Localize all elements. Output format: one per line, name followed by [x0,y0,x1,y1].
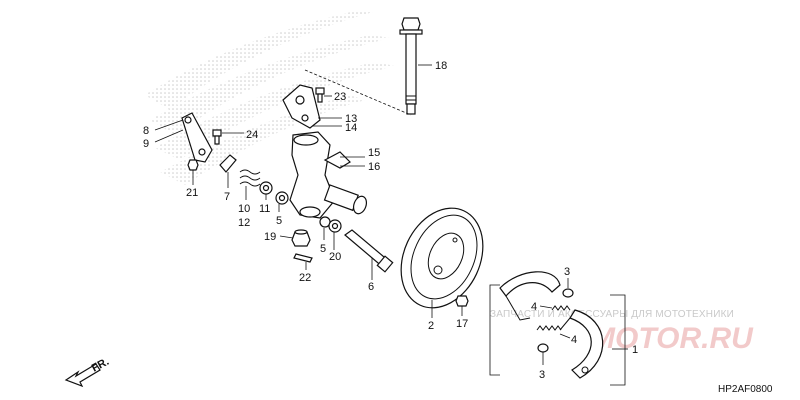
callout-19: 19 [264,231,276,243]
callout-4-upper: 4 [531,301,537,313]
shoe-group-bracket [489,284,626,386]
part-22-pin [293,253,313,263]
part-1-brake-shoe-lower [559,309,604,379]
callout-21: 21 [186,187,198,199]
callout-23: 23 [334,91,346,103]
callout-3-lower: 3 [539,369,545,381]
callout-18: 18 [435,60,447,72]
callout-labels: 18 23 13 14 8 9 24 15 16 21 7 10 12 11 5… [143,60,638,381]
callout-11: 11 [259,203,270,215]
part-3-pin-lower [537,343,549,353]
callout-12: 12 [238,217,250,229]
callout-13: 13 [345,113,357,125]
part-17-bolt [455,295,469,307]
part-13-bracket [282,84,321,129]
callout-20: 20 [329,251,341,263]
part-5-washer-upper [275,191,289,205]
part-20-washer [328,219,342,233]
callout-5-upper: 5 [276,215,282,227]
part-8-arm [181,112,213,163]
part-19-nut [291,229,311,247]
callout-24: 24 [246,129,258,141]
part-18-bolt [399,17,423,115]
callout-16: 16 [368,161,380,173]
part-4-spring-upper [551,305,571,311]
part-4-spring-lower [536,325,562,331]
callout-3-upper: 3 [564,266,570,278]
watermark-main-text: MOTOR.RU [590,322,754,355]
callout-7: 7 [224,191,230,203]
part-10-spring [239,169,261,187]
part-1-brake-shoe-upper [499,271,561,321]
part-21-nut [187,159,199,171]
part-6-shaft [344,229,394,273]
callout-9: 9 [143,138,149,150]
callout-1: 1 [632,344,638,356]
front-direction-label: FR. [90,356,111,375]
part-7-pin [219,154,237,173]
part-24-bolt [212,129,222,145]
part-2-brake-panel [400,207,484,309]
front-direction-arrow [64,363,101,388]
callout-4-lower: 4 [571,334,577,346]
callout-5-lower: 5 [320,243,326,255]
diagram-code: HP2AF0800 [718,384,773,395]
callout-15: 15 [368,147,380,159]
callout-22: 22 [299,272,311,284]
callout-10: 10 [238,203,250,215]
callout-17: 17 [456,318,468,330]
watermark-top-text: ЗАПЧАСТИ И АКСЕССУАРЫ ДЛЯ МОТОТЕХНИКИ [490,309,734,320]
part-11-washer [259,181,273,195]
callout-8: 8 [143,125,149,137]
callout-2: 2 [428,320,434,332]
part-3-pin-upper [562,288,574,298]
callout-6: 6 [368,281,374,293]
part-15-knuckle [289,131,368,219]
callout-14: 14 [345,122,357,134]
part-23-bolt [315,87,325,103]
honda-wing-watermark [145,10,395,185]
